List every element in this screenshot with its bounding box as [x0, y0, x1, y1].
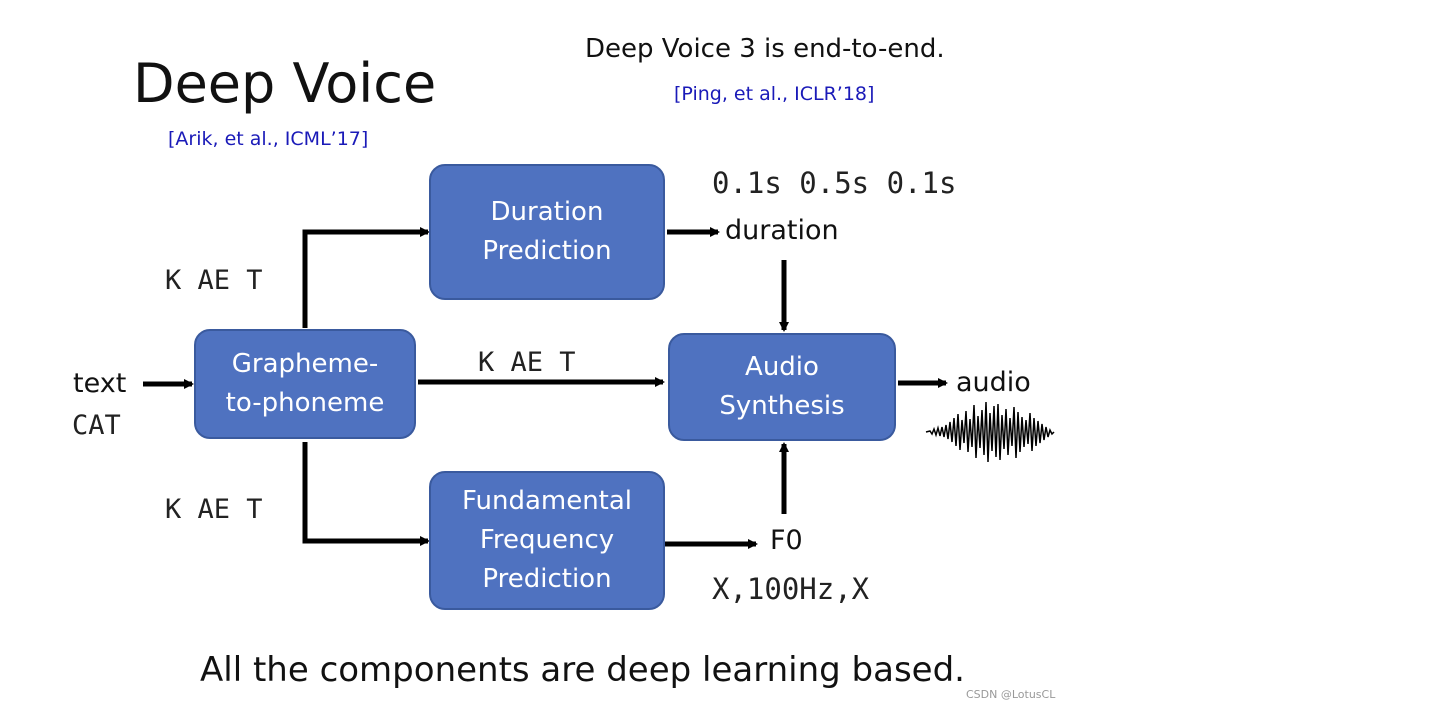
f0-values: X,100Hz,X	[712, 572, 870, 606]
f0-prediction-box: Fundamental Frequency Prediction	[429, 471, 665, 610]
subtitle: Deep Voice 3 is end-to-end.	[585, 34, 945, 64]
duration-values: 0.1s 0.5s 0.1s	[712, 166, 957, 200]
title-citation: [Arik, et al., ICML’17]	[168, 128, 369, 150]
page-title: Deep Voice	[133, 52, 437, 115]
duration-label: duration	[725, 215, 839, 246]
arrow-g2p-to-f0	[302, 442, 430, 546]
subtitle-citation: [Ping, et al., ICLR’18]	[674, 83, 875, 105]
watermark: CSDN @LotusCL	[966, 688, 1056, 701]
g2p-box: Grapheme- to-phoneme	[194, 329, 416, 439]
phoneme-label-middle: K AE T	[478, 347, 576, 378]
output-label: audio	[956, 367, 1031, 398]
footer-caption: All the components are deep learning bas…	[200, 650, 965, 690]
arrow-g2p-to-duration	[302, 227, 430, 328]
phoneme-label-lower: K AE T	[165, 494, 263, 525]
input-example: CAT	[72, 410, 121, 441]
f0-label: F0	[770, 525, 803, 556]
waveform-icon	[925, 401, 1055, 463]
audio-synthesis-box: Audio Synthesis	[668, 333, 896, 441]
input-label: text	[73, 368, 127, 399]
phoneme-label-upper: K AE T	[165, 265, 263, 296]
duration-prediction-box: Duration Prediction	[429, 164, 665, 300]
